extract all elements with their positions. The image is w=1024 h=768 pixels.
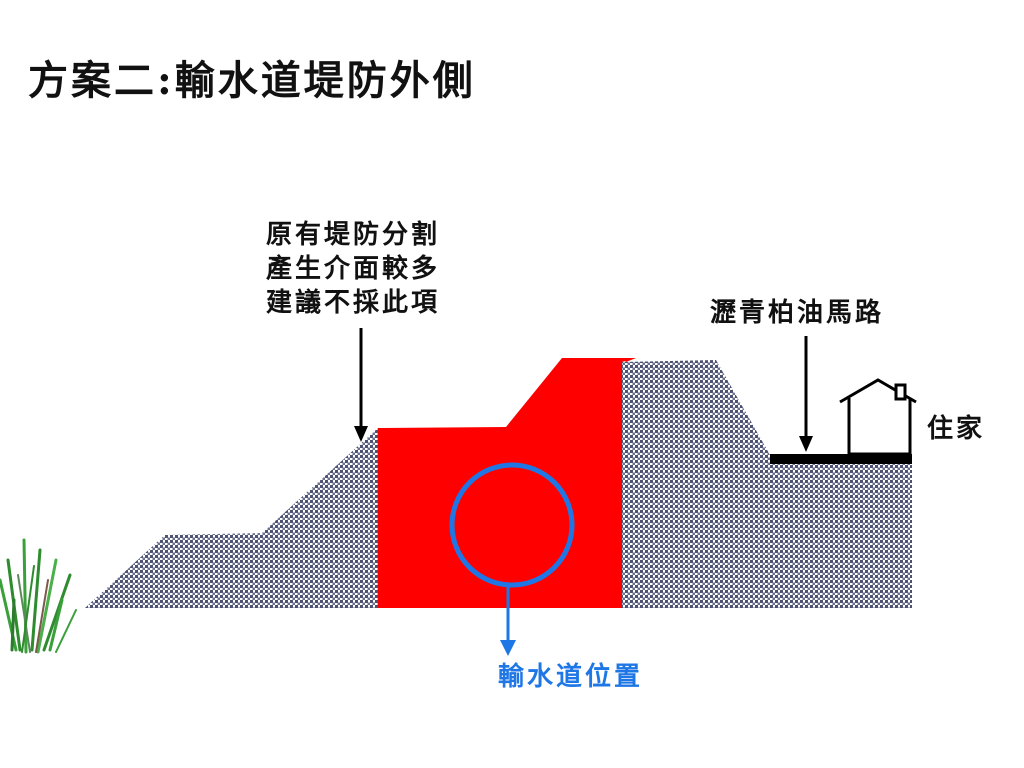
grass-icon [0, 538, 77, 654]
existing-levee-note-line-1: 原有堤防分割 [266, 220, 441, 250]
house-icon [839, 378, 917, 456]
new-levee-section [378, 358, 636, 608]
page-title: 方案二:輸水道堤防外側 [28, 57, 476, 104]
existing-embankment-right [622, 360, 912, 608]
pipeline-position-label: 輸水道位置 [498, 662, 644, 692]
asphalt-road-label: 瀝青柏油馬路 [710, 298, 885, 328]
existing-levee-note-line-2: 產生介面較多 [266, 254, 441, 284]
asphalt-road [770, 454, 912, 464]
existing-levee-note-line-3: 建議不採此項 [266, 288, 441, 318]
pipeline-circle [449, 462, 575, 588]
existing-embankment-left [85, 428, 378, 608]
house-label: 住家 [927, 414, 986, 444]
existing-levee-note: 原有堤防分割 產生介面較多 建議不採此項 [266, 218, 440, 320]
